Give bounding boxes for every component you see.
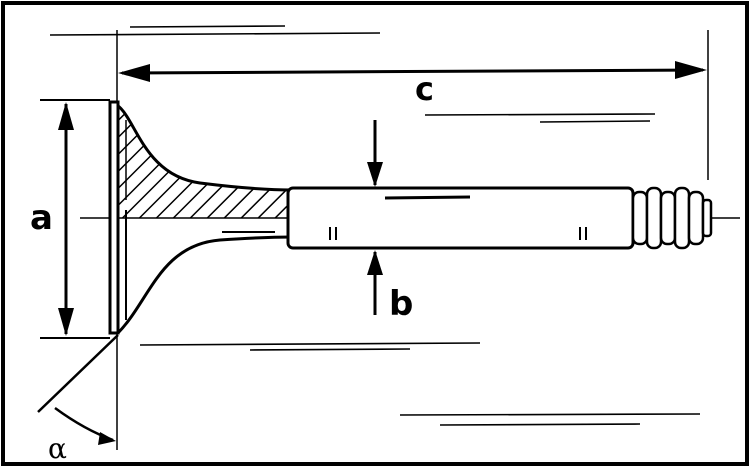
label-a: a <box>30 198 53 238</box>
angle-arrow <box>98 432 116 445</box>
background-lines <box>49 25 701 426</box>
dimension-c-arrow-left <box>118 64 150 82</box>
label-alpha: α <box>48 432 67 465</box>
dimension-b-arrow-top <box>367 162 383 187</box>
stem-grooves <box>631 186 713 250</box>
stem-highlight <box>384 195 471 200</box>
dimension-c-arrow-right <box>675 61 707 79</box>
valve-head-upper-profile <box>112 101 293 192</box>
seat-angle-line <box>37 334 119 413</box>
dimension-b-arrow-bottom <box>367 250 383 275</box>
valve-face <box>108 100 120 335</box>
valve-head-lower-profile <box>116 235 293 335</box>
label-b: b <box>389 284 413 324</box>
dimension-a-arrow-top <box>58 102 74 130</box>
dimension-a-arrow-bottom <box>58 308 74 336</box>
dimension-c-line <box>121 68 704 75</box>
label-c: c <box>415 70 434 108</box>
valve-head-section-hatch <box>113 103 292 218</box>
